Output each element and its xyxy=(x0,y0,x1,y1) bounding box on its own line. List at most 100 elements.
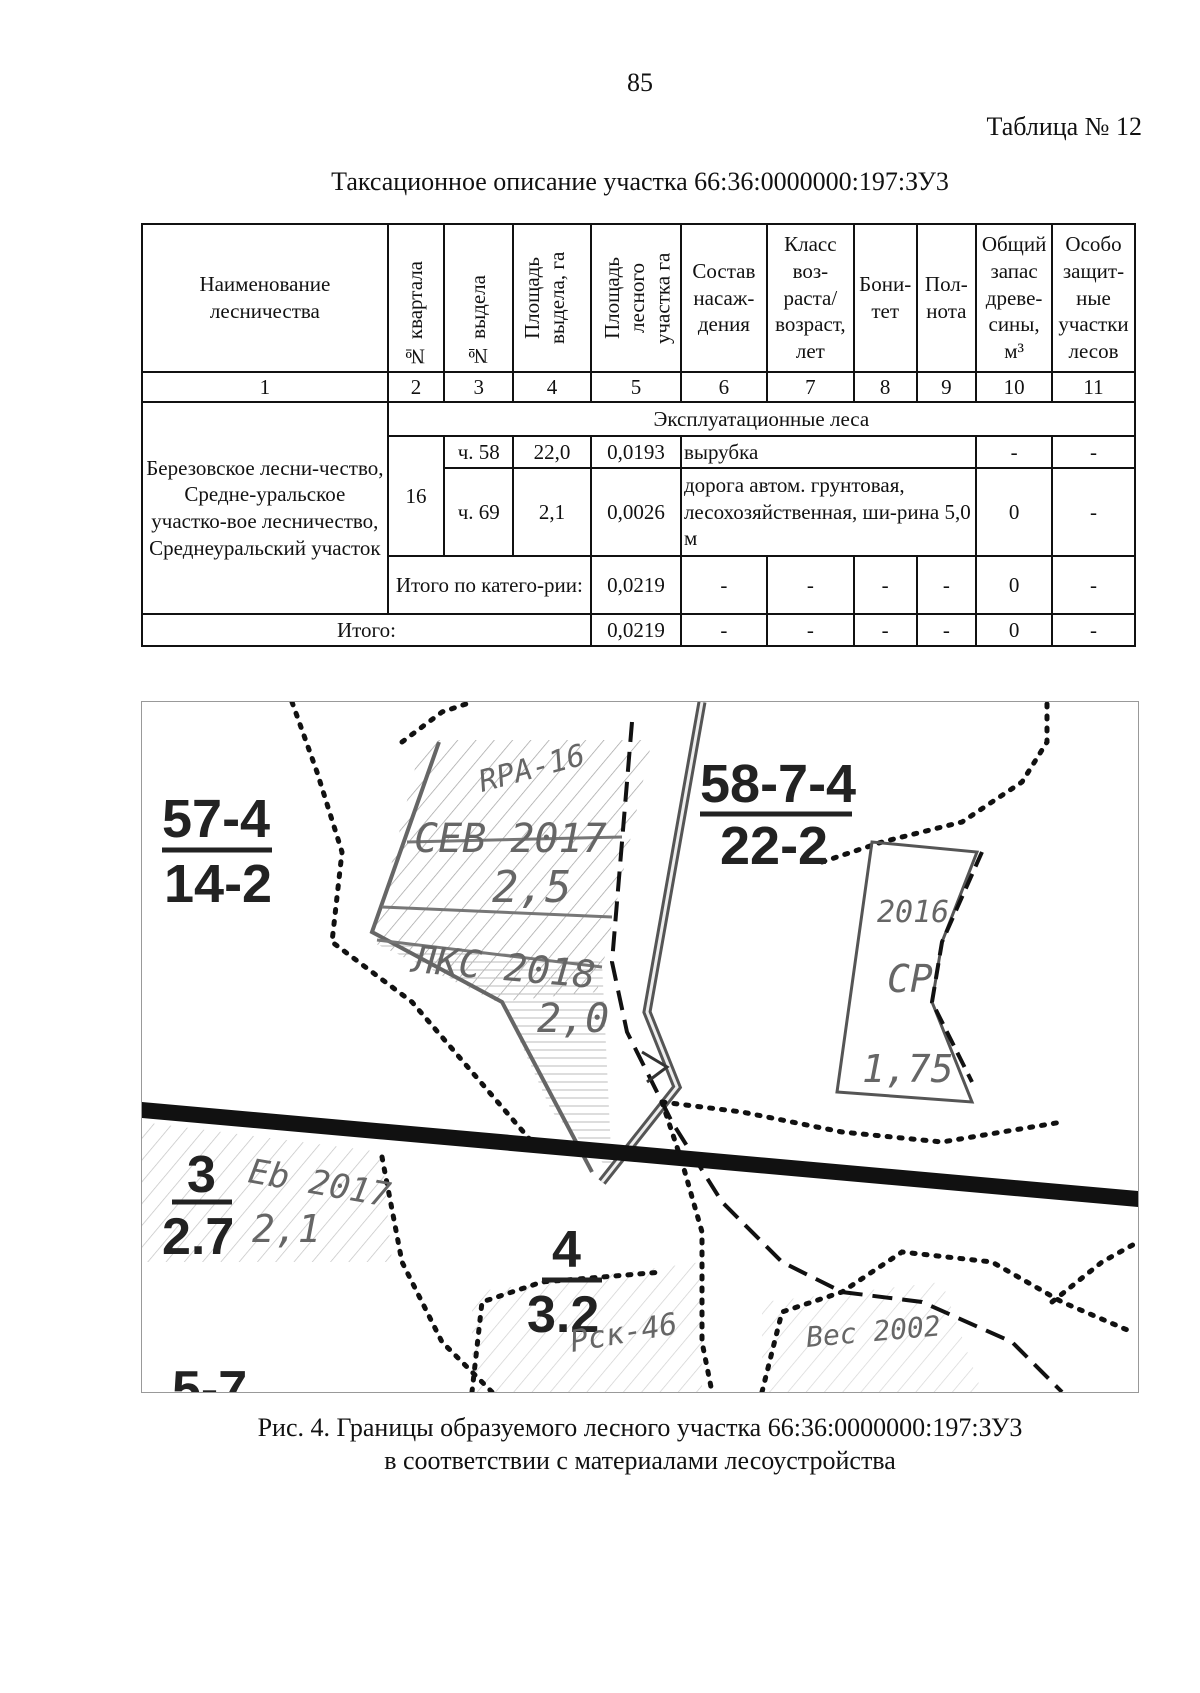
page-number: 85 xyxy=(627,68,653,97)
section-cell: ч. 58 xyxy=(443,435,515,469)
category-cell: Эксплуатационные леса xyxy=(386,401,1137,437)
label-3-bottom: 2.7 xyxy=(162,1208,234,1266)
label-57: 57-4 14-2 xyxy=(162,789,272,914)
hand-note: 2,0 xyxy=(537,996,609,1042)
col-number: 11 xyxy=(1051,371,1136,403)
label-5: 5-7 xyxy=(172,1361,247,1392)
dotted-boundary xyxy=(469,1269,665,1395)
dashed-boundary xyxy=(929,851,984,1083)
total-composition: - xyxy=(679,613,768,647)
hatched-section xyxy=(762,1282,982,1392)
header-stock: Общий запас древе-сины, м³ xyxy=(975,223,1053,373)
section-divider xyxy=(376,938,603,969)
map-drawing: 57-4 14-2 58-7-4 22-2 3 2.7 4 3.2 5-7 RP… xyxy=(142,699,1141,1419)
hatched-section xyxy=(142,1122,392,1262)
forest-plot-map: 57-4 14-2 58-7-4 22-2 3 2.7 4 3.2 5-7 RP… xyxy=(141,699,1141,1419)
label-4: 4 3.2 xyxy=(527,1221,602,1344)
total-stock: 0 xyxy=(975,613,1053,647)
area-cell: 2,1 xyxy=(512,467,592,557)
header-density: Пол-нота xyxy=(915,223,978,373)
subtotal-label: Итого по катего-рии: xyxy=(386,555,592,615)
total-protected: - xyxy=(1051,613,1136,647)
dotted-boundary xyxy=(759,1249,1135,1395)
col-number: 3 xyxy=(443,371,515,403)
section-divider xyxy=(381,905,613,919)
hand-note: 2,1 xyxy=(252,1207,321,1251)
dotted-boundary xyxy=(659,1099,1065,1145)
lined-section xyxy=(372,942,612,1172)
plot-area-cell: 0,0193 xyxy=(589,435,682,469)
header-forestry-name: Наименование лесничества xyxy=(141,223,389,373)
dotted-boundary xyxy=(659,1099,715,1395)
dotted-boundary xyxy=(1049,1239,1141,1305)
label-4-bottom: 3.2 xyxy=(527,1286,599,1344)
taxation-table: Наименование лесничества № квартала № вы… xyxy=(141,223,1137,647)
total-plot: 0,0219 xyxy=(589,613,682,647)
col-number: 8 xyxy=(852,371,918,403)
protected-cell: - xyxy=(1051,467,1136,557)
col-number: 9 xyxy=(915,371,978,403)
col-number: 10 xyxy=(975,371,1053,403)
total-density: - xyxy=(915,613,978,647)
header-composition: Состав насаж-дения xyxy=(679,223,768,373)
total-age: - xyxy=(765,613,855,647)
hand-note: 2,5 xyxy=(492,862,571,913)
column-number-row: 1 2 3 4 5 6 7 8 9 10 11 xyxy=(141,371,1136,403)
header-plot-area: Площадь лесного участка га xyxy=(589,223,682,373)
table-title: Таксационное описание участка 66:36:0000… xyxy=(331,167,949,196)
label-57-bottom: 14-2 xyxy=(164,854,272,914)
figure-caption-line2: в соответствии с материалами лесоустройс… xyxy=(384,1446,896,1475)
total-row: Итого: 0,0219 - - - - 0 - xyxy=(141,613,1136,647)
stock-cell: - xyxy=(975,435,1053,469)
label-58-top: 58-7-4 xyxy=(700,754,856,814)
col-number: 2 xyxy=(386,371,446,403)
col-number: 4 xyxy=(512,371,592,403)
hatched-section xyxy=(372,740,652,1002)
total-bonitet: - xyxy=(852,613,918,647)
dotted-boundary xyxy=(289,699,535,1145)
header-section-no: № выдела xyxy=(443,223,515,373)
area-cell: 22,0 xyxy=(512,435,592,469)
hand-note: СР xyxy=(887,957,933,1001)
plot-area-cell: 0,0026 xyxy=(589,467,682,557)
label-58-bottom: 22-2 xyxy=(720,816,828,876)
description-cell: вырубка xyxy=(679,435,978,469)
col-number: 1 xyxy=(141,371,389,403)
header-row: Наименование лесничества № квартала № вы… xyxy=(141,223,1136,373)
subtotal-row: Итого по катего-рии: 0,0219 - - - - 0 - xyxy=(142,555,1136,615)
category-row: Березовское лесни-чество, Средне-уральск… xyxy=(141,401,1137,615)
hand-note: CEB 2017 xyxy=(414,816,607,862)
dashed-boundary xyxy=(609,721,1064,1394)
main-road xyxy=(142,1102,1138,1207)
header-protected: Особо защит-ные участки лесов xyxy=(1051,223,1136,373)
dotted-boundary xyxy=(379,1154,495,1395)
subtotal-composition: - xyxy=(679,555,768,615)
subtotal-bonitet: - xyxy=(852,555,918,615)
subtotal-plot: 0,0219 xyxy=(589,555,682,615)
section-divider xyxy=(406,835,623,844)
label-57-top: 57-4 xyxy=(162,789,270,849)
stock-cell: 0 xyxy=(975,467,1053,557)
subtotal-stock: 0 xyxy=(975,555,1053,615)
forestry-name-cell: Березовское лесни-чество, Средне-уральск… xyxy=(141,401,389,615)
quarter-cell: 16 xyxy=(386,435,446,557)
protected-cell: - xyxy=(1051,435,1136,469)
header-quarter-no: № квартала xyxy=(386,223,446,373)
subtotal-density: - xyxy=(915,555,978,615)
label-3: 3 2.7 xyxy=(162,1146,234,1266)
label-3-top: 3 xyxy=(187,1146,216,1204)
subtotal-protected: - xyxy=(1051,555,1136,615)
hand-note: 1,75 xyxy=(862,1047,954,1091)
header-bonitet: Бони-тет xyxy=(852,223,918,373)
header-section-area: Площадь выдела, га xyxy=(512,223,592,373)
figure-caption-line1: Рис. 4. Границы образуемого лесного учас… xyxy=(257,1413,1023,1442)
section-boundary xyxy=(369,741,594,1173)
col-number: 6 xyxy=(679,371,768,403)
header-age-class: Класс воз-раста/ возраст, лет xyxy=(765,223,855,373)
hand-note: 2016 xyxy=(877,895,949,930)
dotted-boundary xyxy=(399,699,475,745)
hatched-section xyxy=(472,1262,702,1392)
label-4-top: 4 xyxy=(552,1221,581,1279)
table-row: 16 ч. 58 22,0 0,0193 вырубка - - xyxy=(142,435,1136,557)
plot-boundary-inner xyxy=(600,701,704,1183)
